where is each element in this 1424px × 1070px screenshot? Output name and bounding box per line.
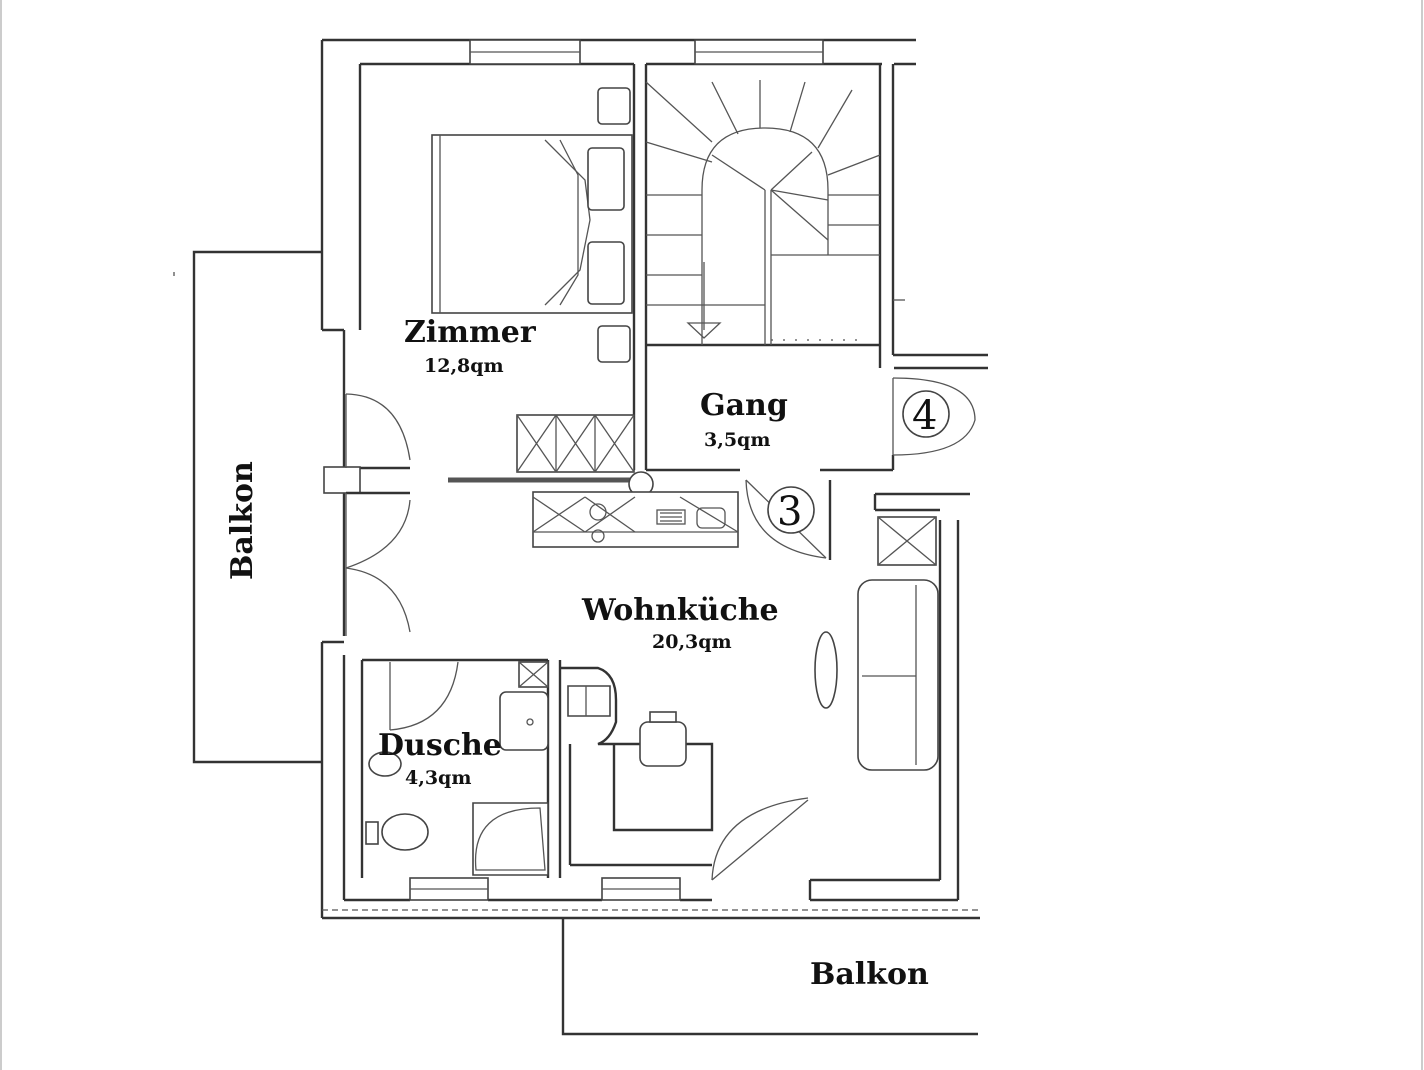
- room-area-gang: 3,5qm: [704, 429, 770, 451]
- west-balcony: [192, 250, 322, 764]
- staircase: [645, 80, 881, 345]
- wardrobe: [516, 414, 635, 473]
- bed: [431, 134, 633, 314]
- room-area-dusche: 4,3qm: [405, 767, 471, 789]
- cabinet-cross: [877, 516, 937, 566]
- outer-walls: [320, 38, 988, 920]
- sofa: [857, 579, 939, 771]
- bathroom-fixtures: [365, 661, 549, 876]
- south-balcony: [561, 918, 978, 1036]
- room-name-gang: Gang: [700, 388, 788, 423]
- kitchen-counter: [532, 491, 739, 548]
- room-name-wohnkueche: Wohnküche: [581, 593, 779, 628]
- windows: [409, 39, 905, 901]
- balcony-label-west: Balkon: [225, 461, 260, 580]
- nightstand-bottom: [597, 325, 631, 363]
- balcony-label-south: Balkon: [810, 957, 929, 992]
- sliding-door: [448, 471, 654, 497]
- door-4-marker: 4: [912, 393, 937, 439]
- door-3-marker: 3: [777, 489, 802, 535]
- nightstand-top: [597, 87, 631, 125]
- doors: [345, 377, 976, 881]
- coffee-table: [814, 631, 838, 709]
- room-area-wohnkueche: 20,3qm: [652, 631, 732, 653]
- door-4-marker-circle: [902, 390, 950, 438]
- door-3-marker-circle: [767, 486, 815, 534]
- room-name-dusche: Dusche: [378, 728, 502, 763]
- dining-area: [560, 666, 714, 867]
- room-name-zimmer: Zimmer: [404, 315, 537, 350]
- room-area-zimmer: 12,8qm: [424, 355, 504, 377]
